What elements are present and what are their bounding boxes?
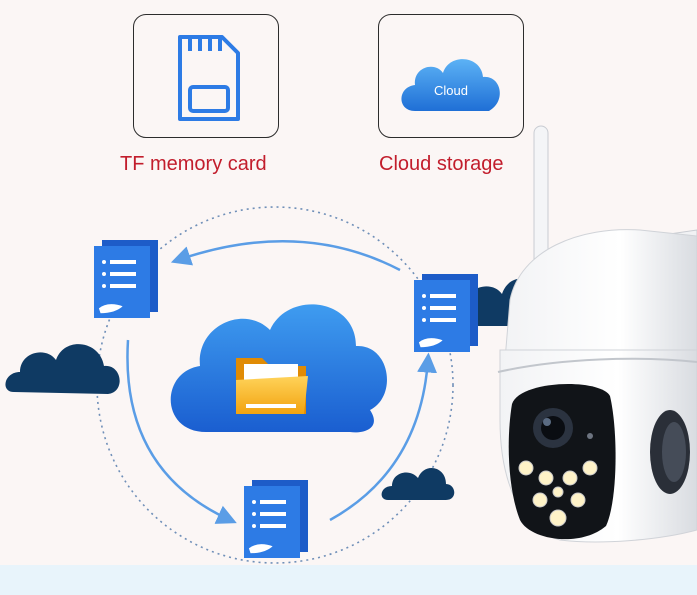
navy-cloud-bottom bbox=[381, 467, 455, 500]
tf-card-box bbox=[133, 14, 279, 138]
arrow-top bbox=[170, 239, 401, 272]
sd-card-icon bbox=[178, 35, 240, 121]
navy-cloud-left bbox=[5, 344, 120, 394]
camera-leds bbox=[518, 460, 598, 527]
cloud-icon: Cloud bbox=[401, 59, 500, 111]
folder-icon bbox=[236, 358, 308, 414]
document-icon-bottom bbox=[244, 480, 308, 558]
cycle-arrows bbox=[126, 239, 438, 524]
arrow-left bbox=[126, 339, 237, 524]
cloud-storage-label: Cloud storage bbox=[379, 153, 504, 175]
tf-card-label: TF memory card bbox=[120, 153, 267, 175]
arrow-right bbox=[329, 352, 438, 522]
cloud-badge-text: Cloud bbox=[434, 83, 468, 98]
document-icon-right bbox=[414, 274, 478, 352]
security-camera bbox=[497, 125, 697, 543]
bottom-band bbox=[0, 565, 697, 595]
document-icon-left bbox=[94, 240, 158, 318]
cloud-storage-box: Cloud bbox=[378, 14, 524, 138]
